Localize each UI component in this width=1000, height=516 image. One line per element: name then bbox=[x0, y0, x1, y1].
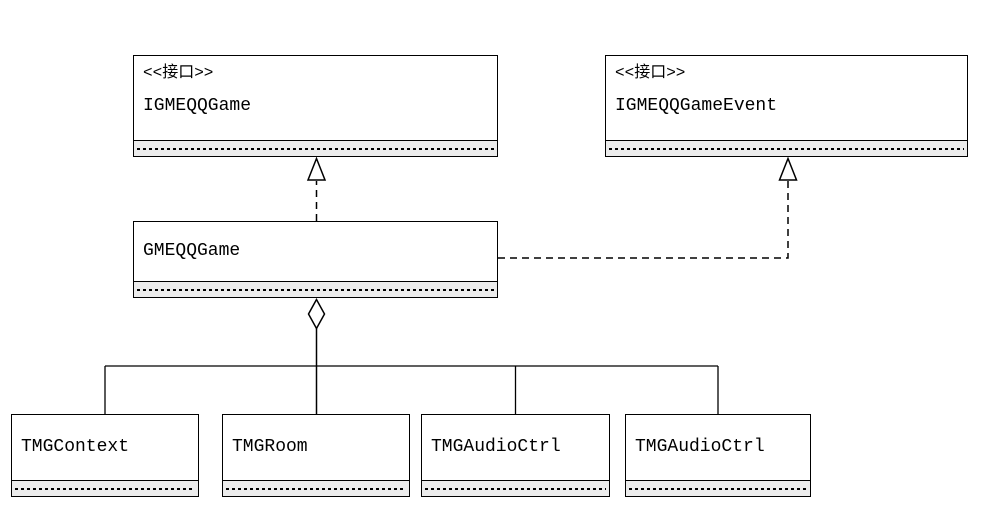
class-box-gmeqqgame[interactable]: GMEQQGame bbox=[133, 221, 498, 298]
empty-attributes-divider bbox=[629, 487, 807, 490]
name-compartment: <<接口>> IGMEQQGameEvent bbox=[606, 56, 967, 140]
empty-attributes-divider bbox=[137, 288, 494, 291]
attributes-compartment bbox=[422, 480, 609, 496]
class-name-label: TMGAudioCtrl bbox=[431, 437, 561, 457]
empty-attributes-divider bbox=[226, 487, 406, 490]
attributes-compartment bbox=[223, 480, 409, 496]
stereotype-label: <<接口>> bbox=[143, 64, 214, 82]
class-box-tmgaudioctrl-2[interactable]: TMGAudioCtrl bbox=[625, 414, 811, 497]
hollow-triangle-arrowhead-icon bbox=[778, 156, 798, 181]
class-name-label: TMGAudioCtrl bbox=[635, 437, 765, 457]
name-compartment: TMGContext bbox=[12, 415, 198, 480]
hollow-triangle-arrowhead-icon bbox=[306, 156, 327, 181]
class-box-igmeqqgame[interactable]: <<接口>> IGMEQQGame bbox=[133, 55, 498, 157]
hollow-diamond-icon bbox=[307, 297, 326, 331]
aggregation-edge-gmeqqgame-to-children bbox=[104, 297, 719, 414]
name-compartment: <<接口>> IGMEQQGame bbox=[134, 56, 497, 140]
realization-edge-gmeqqgame-to-igmeqqgame bbox=[306, 156, 327, 221]
class-box-tmgcontext[interactable]: TMGContext bbox=[11, 414, 199, 497]
name-compartment: TMGAudioCtrl bbox=[626, 415, 810, 480]
class-box-tmgaudioctrl-1[interactable]: TMGAudioCtrl bbox=[421, 414, 610, 497]
class-name-label: IGMEQQGameEvent bbox=[615, 96, 778, 116]
stereotype-label: <<接口>> bbox=[615, 64, 686, 82]
class-name-label: TMGRoom bbox=[232, 437, 308, 457]
class-box-tmgroom[interactable]: TMGRoom bbox=[222, 414, 410, 497]
realization-edge-gmeqqgame-to-igmeqqgameevent bbox=[498, 156, 798, 259]
attributes-compartment bbox=[606, 140, 967, 156]
class-name-label: TMGContext bbox=[21, 437, 130, 457]
attributes-compartment bbox=[12, 480, 198, 496]
empty-attributes-divider bbox=[137, 147, 494, 150]
class-name-label: GMEQQGame bbox=[143, 241, 241, 261]
class-name-label: IGMEQQGame bbox=[143, 96, 252, 116]
empty-attributes-divider bbox=[609, 147, 964, 150]
name-compartment: TMGRoom bbox=[223, 415, 409, 480]
name-compartment: TMGAudioCtrl bbox=[422, 415, 609, 480]
empty-attributes-divider bbox=[15, 487, 195, 490]
attributes-compartment bbox=[626, 480, 810, 496]
attributes-compartment bbox=[134, 281, 497, 297]
name-compartment: GMEQQGame bbox=[134, 222, 497, 281]
class-box-igmeqqgameevent[interactable]: <<接口>> IGMEQQGameEvent bbox=[605, 55, 968, 157]
empty-attributes-divider bbox=[425, 487, 606, 490]
attributes-compartment bbox=[134, 140, 497, 156]
